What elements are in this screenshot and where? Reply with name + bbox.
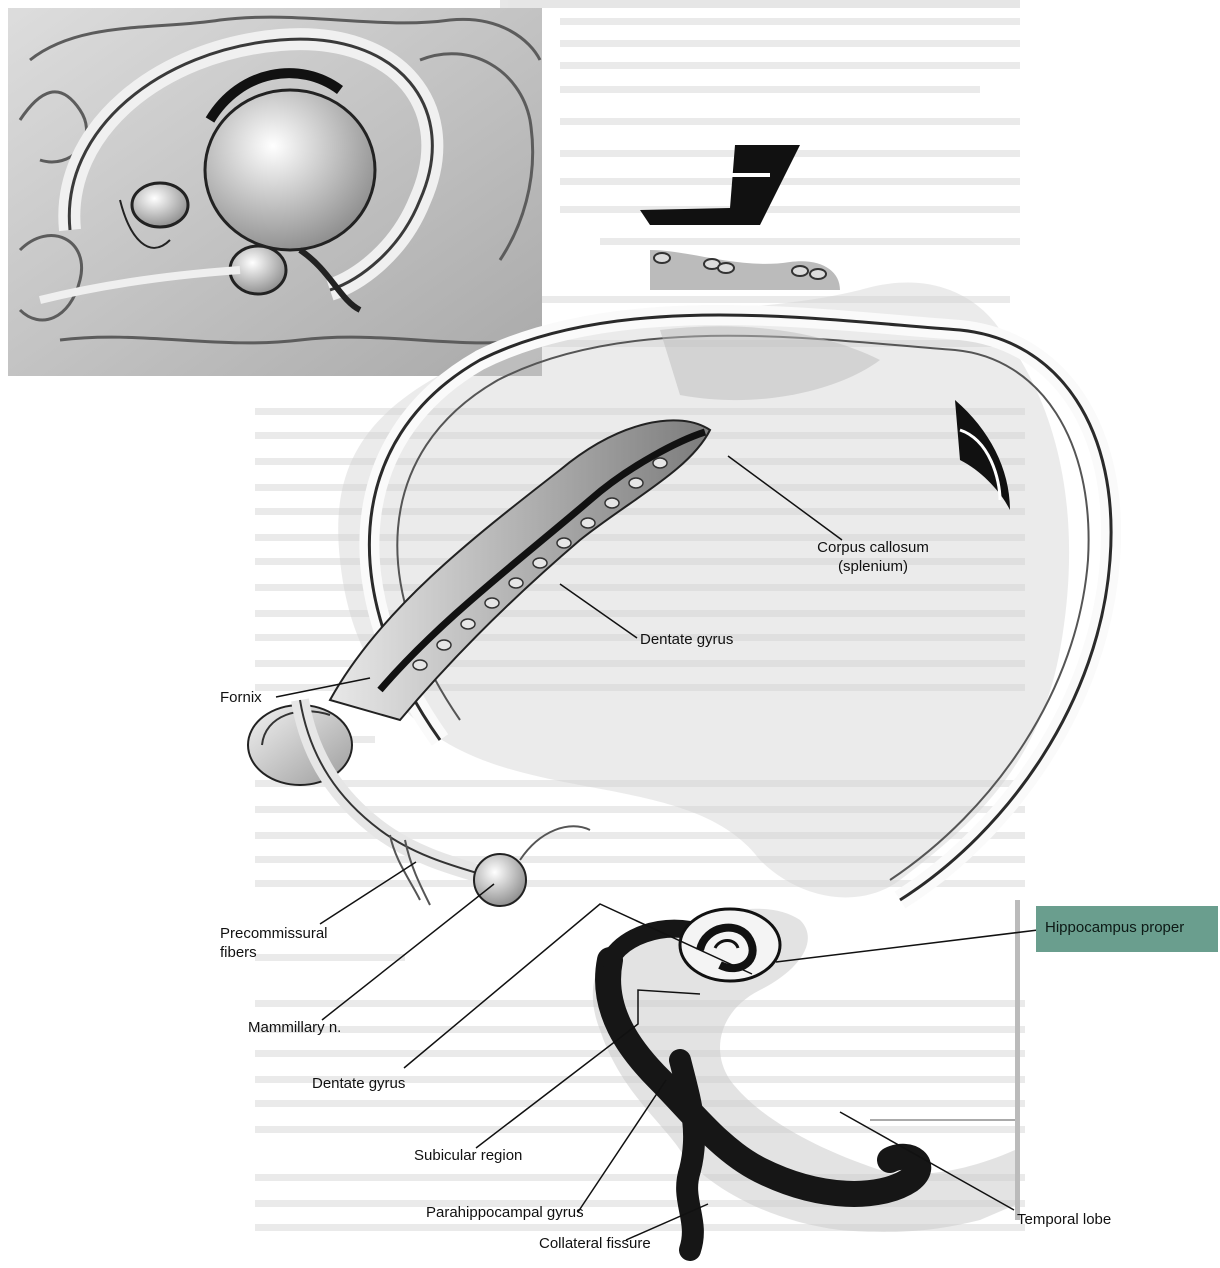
- leader-hippocampus-proper: [776, 930, 1038, 962]
- label-hippocampus-proper: Hippocampus proper: [1045, 918, 1184, 937]
- label-subicular-region: Subicular region: [414, 1146, 522, 1165]
- label-corpus-callosum: Corpus callosum (splenium): [808, 538, 938, 576]
- label-dentate-gyrus-lower: Dentate gyrus: [312, 1074, 405, 1093]
- leader-parahippocampal: [578, 1080, 666, 1212]
- label-corpus-callosum-line1: Corpus callosum: [808, 538, 938, 557]
- label-parahippocampal-gyrus: Parahippocampal gyrus: [426, 1203, 584, 1222]
- label-precommissural-fibers: Precommissural fibers: [220, 924, 328, 962]
- label-precommissural-line2: fibers: [220, 943, 328, 962]
- label-temporal-lobe: Temporal lobe: [1017, 1210, 1111, 1229]
- leader-precommissural: [320, 862, 416, 924]
- leader-mammillary: [322, 884, 494, 1020]
- label-precommissural-line1: Precommissural: [220, 924, 328, 943]
- inset-brain-drawing: [8, 8, 542, 376]
- label-corpus-callosum-line2: (splenium): [808, 557, 938, 576]
- label-fornix: Fornix: [220, 688, 262, 707]
- label-dentate-gyrus-upper: Dentate gyrus: [640, 630, 733, 649]
- label-collateral-fissure: Collateral fissure: [539, 1234, 651, 1253]
- label-mammillary: Mammillary n.: [248, 1018, 341, 1037]
- fornix-fragment-upper: [640, 145, 840, 290]
- hippocampus-cross-section: [593, 900, 1020, 1250]
